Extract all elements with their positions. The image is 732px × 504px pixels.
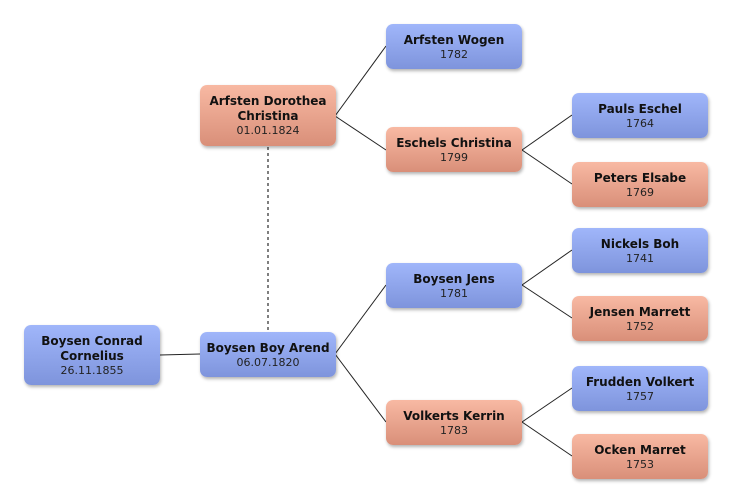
person-name: Boysen Jens [413, 271, 495, 286]
person-node-father[interactable]: Boysen Boy Arend 06.07.1820 [200, 332, 336, 377]
person-node-ffm[interactable]: Jensen Marrett 1752 [572, 296, 708, 341]
person-name: Peters Elsabe [593, 170, 687, 185]
person-node-ff[interactable]: Boysen Jens 1781 [386, 263, 522, 308]
person-node-mm[interactable]: Eschels Christina 1799 [386, 127, 522, 172]
person-date: 1781 [440, 286, 468, 300]
link-father-ff [334, 284, 387, 355]
link-fm-fmm [521, 421, 573, 457]
person-name: Arfsten Wogen [403, 32, 505, 47]
link-ff-fff [521, 249, 573, 286]
person-node-mother[interactable]: Arfsten Dorothea Christina 01.01.1824 [200, 85, 336, 146]
link-father-fm [334, 353, 387, 423]
person-node-mmm[interactable]: Peters Elsabe 1769 [572, 162, 708, 207]
person-node-mf[interactable]: Arfsten Wogen 1782 [386, 24, 522, 69]
person-date: 1752 [626, 319, 654, 333]
link-root-father [159, 353, 201, 356]
link-mother-mf [334, 45, 387, 117]
person-name: Frudden Volkert [585, 374, 695, 389]
link-mother-mm [334, 115, 387, 151]
link-fm-fmf [521, 387, 573, 423]
link-ff-ffm [521, 284, 573, 319]
person-name: Boysen Boy Arend [206, 340, 330, 355]
person-node-fmf[interactable]: Frudden Volkert 1757 [572, 366, 708, 411]
person-date: 06.07.1820 [236, 355, 300, 369]
person-node-fff[interactable]: Nickels Boh 1741 [572, 228, 708, 273]
person-date: 1753 [626, 457, 654, 471]
person-name: Eschels Christina [396, 135, 512, 150]
person-date: 1757 [626, 389, 654, 403]
person-name: Volkerts Kerrin [403, 408, 505, 423]
person-node-root[interactable]: Boysen Conrad Cornelius 26.11.1855 [24, 325, 160, 385]
person-date: 1741 [626, 251, 654, 265]
person-name: Boysen Conrad Cornelius [41, 333, 143, 363]
link-mm-mmf [521, 114, 573, 151]
person-date: 1782 [440, 47, 468, 61]
person-name: Pauls Eschel [598, 101, 682, 116]
person-date: 01.01.1824 [236, 124, 300, 137]
person-node-mmf[interactable]: Pauls Eschel 1764 [572, 93, 708, 138]
person-node-fm[interactable]: Volkerts Kerrin 1783 [386, 400, 522, 445]
person-name: Jensen Marrett [589, 304, 691, 319]
person-date: 26.11.1855 [60, 363, 124, 377]
person-name: Arfsten Dorothea Christina [209, 94, 327, 123]
person-date: 1769 [626, 185, 654, 199]
link-mm-mmm [521, 149, 573, 185]
person-date: 1764 [626, 116, 654, 130]
person-date: 1783 [440, 423, 468, 437]
person-node-fmm[interactable]: Ocken Marret 1753 [572, 434, 708, 479]
person-name: Nickels Boh [600, 236, 680, 251]
person-date: 1799 [440, 150, 468, 164]
person-name: Ocken Marret [594, 442, 686, 457]
